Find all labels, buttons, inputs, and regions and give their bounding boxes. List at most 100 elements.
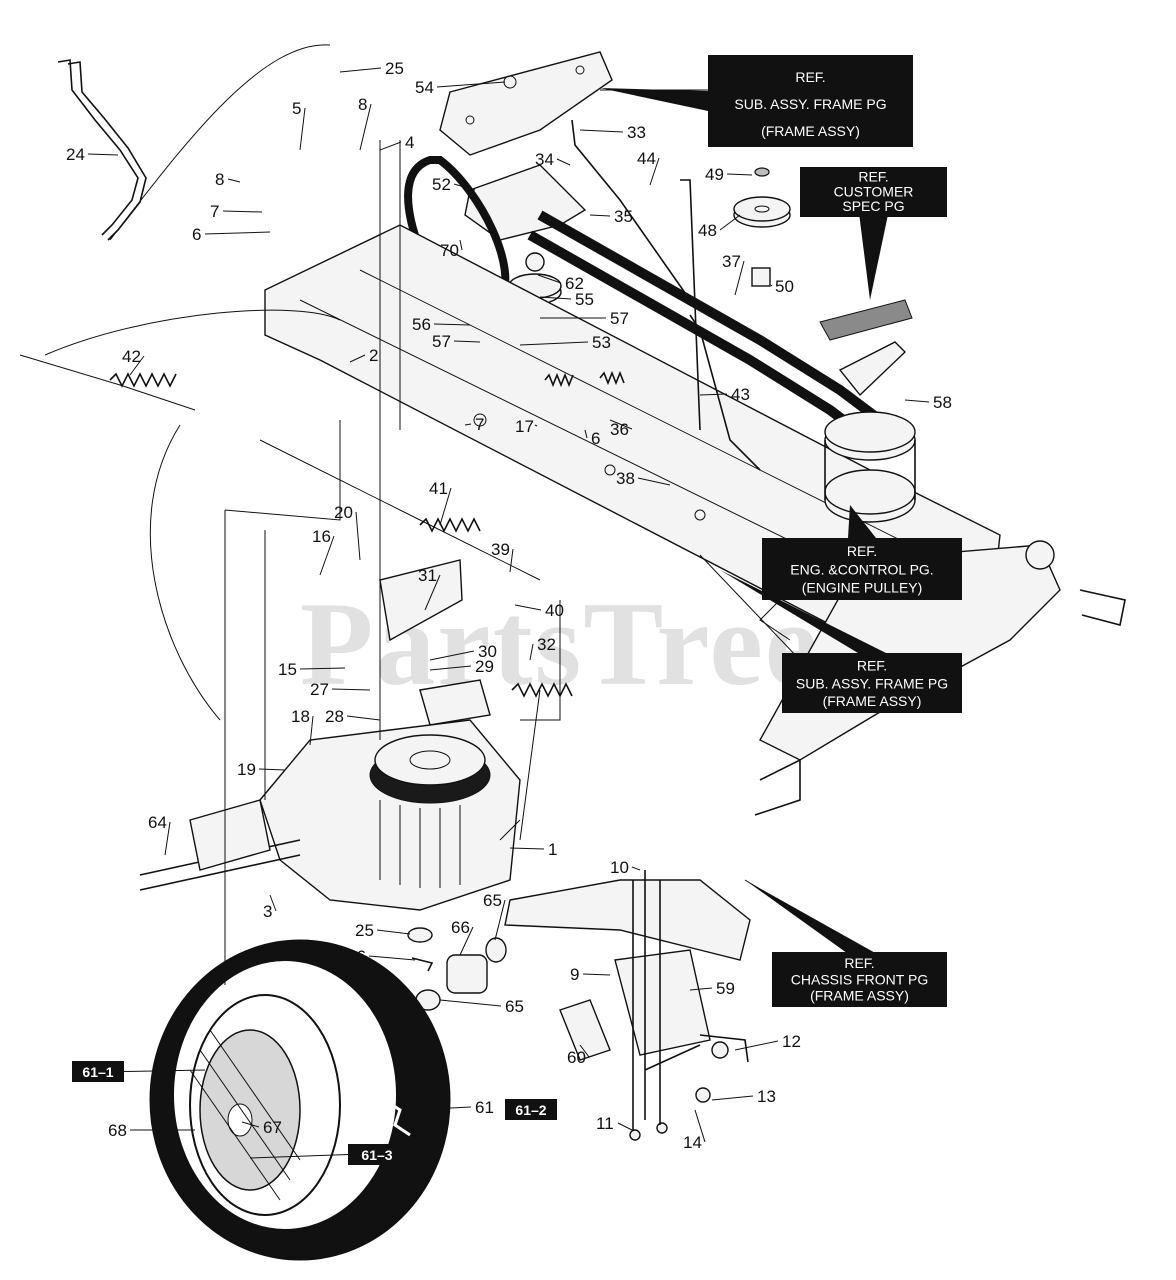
tag-leader (249, 1154, 349, 1159)
callout-leader (349, 354, 366, 363)
callout-68: 68 (108, 1121, 127, 1140)
callout-53: 53 (592, 333, 611, 352)
callout-25: 25 (385, 59, 404, 78)
callout-36: 36 (610, 420, 629, 439)
callout-leader (299, 107, 306, 151)
callout-leader (433, 323, 471, 326)
callout-leader (309, 715, 314, 746)
callout-leader (459, 239, 463, 251)
callout-54: 54 (415, 78, 434, 97)
callout-33: 33 (627, 123, 646, 142)
callout-leader (514, 604, 542, 611)
ref-boxes: REF.SUB. ASSY. FRAME PG(FRAME ASSY)REF.C… (600, 55, 962, 1007)
callout-leader (164, 821, 171, 856)
callout-7: 7 (210, 202, 219, 221)
tag-box (348, 1144, 406, 1165)
callout-leader (726, 173, 753, 176)
tag-labels: 61–161–261–3 (72, 1061, 557, 1165)
callout-leader (331, 688, 371, 691)
ref-pointer (848, 505, 876, 538)
callout-leader (299, 667, 346, 670)
callout-55: 55 (575, 290, 594, 309)
callout-leader (534, 424, 538, 427)
callout-19: 19 (237, 760, 256, 779)
part-engine-pulley (824, 411, 916, 523)
callout-leader (453, 183, 476, 191)
ref-sub-frame-top: REF.SUB. ASSY. FRAME PG(FRAME ASSY) (600, 55, 913, 147)
part-rear-wheel (149, 939, 451, 1261)
callout-17: 17 (515, 417, 534, 436)
callout-41: 41 (429, 479, 448, 498)
callout-leader (204, 231, 271, 235)
callout-leader (258, 768, 286, 771)
ref-engine-control: REF. ENG. &CONTROL PG. (ENGINE PULLEY) (762, 505, 962, 600)
tag-box (505, 1099, 557, 1120)
callout-leader (509, 548, 514, 573)
callout-leader (519, 341, 589, 346)
tag-61–1: 61–1 (82, 1064, 113, 1080)
callout-58: 58 (933, 393, 952, 412)
callout-1: 1 (548, 840, 557, 859)
callout-leader (379, 141, 402, 151)
callout-leader (694, 1109, 706, 1143)
callout-leader (637, 477, 671, 486)
callout-leader (734, 1040, 779, 1051)
ref-line: REF. (857, 658, 887, 674)
ref-pointer (745, 880, 874, 952)
callout-28: 28 (325, 707, 344, 726)
callout-65: 65 (505, 997, 524, 1016)
callout-5: 5 (292, 99, 301, 118)
callout-leader (459, 926, 474, 956)
tag-leader (123, 1069, 206, 1072)
ref-line: CHASSIS FRONT PG (791, 971, 928, 987)
callout-leader (222, 210, 263, 213)
callout-57: 57 (610, 309, 629, 328)
callout-10: 10 (610, 858, 629, 877)
part-shield (819, 299, 913, 397)
callout-49: 49 (705, 165, 724, 184)
callout-62: 62 (565, 274, 584, 293)
ref-line: (ENGINE PULLEY) (802, 580, 923, 596)
ref-line: REF. (844, 955, 874, 971)
callout-65: 65 (483, 891, 502, 910)
callout-leader (269, 894, 277, 912)
callout-leader (429, 650, 475, 661)
ref-box-bg (772, 952, 947, 1007)
callout-67: 67 (263, 1118, 282, 1137)
ref-line: SUB. ASSY. FRAME PG (796, 675, 948, 691)
callout-leader (376, 929, 411, 935)
callout-30: 30 (478, 642, 497, 661)
callout-34: 34 (535, 150, 554, 169)
callout-11: 11 (596, 1114, 614, 1133)
callout-20: 20 (334, 503, 353, 522)
ref-line: SUB. ASSY. FRAME PG (734, 96, 886, 112)
callout-leader (424, 574, 441, 611)
callout-leader (227, 178, 241, 183)
ref-box-bg (762, 538, 962, 600)
callout-2: 2 (369, 346, 378, 365)
callout-3: 3 (263, 902, 272, 921)
callout-leader (584, 429, 588, 439)
callout-leader (609, 419, 633, 430)
ref-line: (FRAME ASSY) (810, 988, 909, 1004)
callout-50: 50 (775, 277, 794, 296)
callout-leader (711, 1095, 754, 1101)
callout-25: 25 (355, 921, 374, 940)
callout-9: 9 (570, 965, 579, 984)
ref-pointer (600, 88, 708, 111)
ref-line: ENG. &CONTROL PG. (790, 561, 933, 577)
callout-6: 6 (192, 225, 201, 244)
callout-38: 38 (616, 469, 635, 488)
callout-13: 13 (757, 1087, 776, 1106)
callout-leader (436, 81, 506, 88)
callout-43: 43 (731, 385, 750, 404)
callout-leader (539, 296, 572, 300)
callout-leader (689, 987, 713, 991)
callout-leader (579, 1044, 590, 1058)
callout-leader (129, 355, 145, 376)
ref-line: REF. (847, 543, 877, 559)
callout-8: 8 (215, 170, 224, 189)
callout-leader (734, 260, 745, 296)
callout-leader (355, 511, 361, 561)
